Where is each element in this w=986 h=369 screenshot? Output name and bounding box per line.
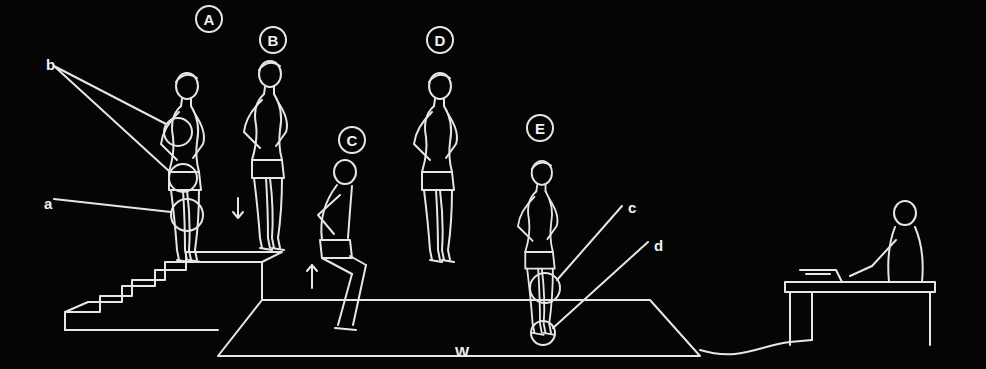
measurement-circles-part xyxy=(171,199,203,231)
figure-c-part xyxy=(335,328,356,330)
leader-lines-part xyxy=(54,66,170,172)
step-letter-circle: D xyxy=(426,26,454,54)
desk-part xyxy=(790,292,930,345)
motion-arrows-part xyxy=(307,265,317,288)
cable xyxy=(700,340,812,354)
motion-arrows xyxy=(233,198,317,288)
stairs-part xyxy=(65,252,282,312)
motion-arrows-part xyxy=(233,198,243,218)
figure-c-part xyxy=(322,256,366,274)
part-label: b xyxy=(46,57,55,72)
step-letter: C xyxy=(347,133,358,148)
stairs xyxy=(65,252,282,330)
desk-part xyxy=(785,282,935,292)
measurement-circles-part xyxy=(530,273,560,303)
desk-part xyxy=(800,270,842,282)
leader-lines-part xyxy=(553,242,648,328)
operator-figure xyxy=(850,201,923,282)
figure-c-part xyxy=(320,240,352,258)
step-letter: D xyxy=(435,33,446,48)
part-label: d xyxy=(654,238,663,253)
figure-c xyxy=(318,160,366,330)
desk xyxy=(785,270,935,345)
figure-c-part xyxy=(334,160,356,184)
step-letter: E xyxy=(535,121,545,136)
stairs-part xyxy=(65,262,262,330)
step-letter-circle: C xyxy=(338,126,366,154)
operator-figure-part xyxy=(894,201,916,225)
step-letter-circle: B xyxy=(259,26,287,54)
step-letter-circle: E xyxy=(526,114,554,142)
operator-figure-part xyxy=(888,227,922,282)
leader-lines xyxy=(54,66,648,328)
stairs-part xyxy=(65,329,218,331)
measurement-circles xyxy=(164,118,560,345)
step-letter: A xyxy=(204,12,215,27)
figure-e xyxy=(518,161,558,335)
part-label: c xyxy=(628,200,636,215)
figure-c-part xyxy=(338,265,366,325)
operator-figure-part xyxy=(850,240,896,276)
leader-lines-part xyxy=(557,206,622,280)
figure-d xyxy=(414,73,457,262)
figure-c-part xyxy=(318,195,340,234)
plate-label: W xyxy=(455,344,469,359)
figure-b xyxy=(244,61,287,250)
part-label: a xyxy=(44,196,52,211)
step-letter: B xyxy=(268,33,279,48)
measurement-circles-part xyxy=(531,321,555,345)
measurement-circles-part xyxy=(164,118,192,146)
leader-lines-part xyxy=(54,199,171,212)
measurement-circles-part xyxy=(169,164,197,192)
figure-c-part xyxy=(321,185,352,240)
step-letter-circle: A xyxy=(195,5,223,33)
figure-a xyxy=(161,73,204,262)
